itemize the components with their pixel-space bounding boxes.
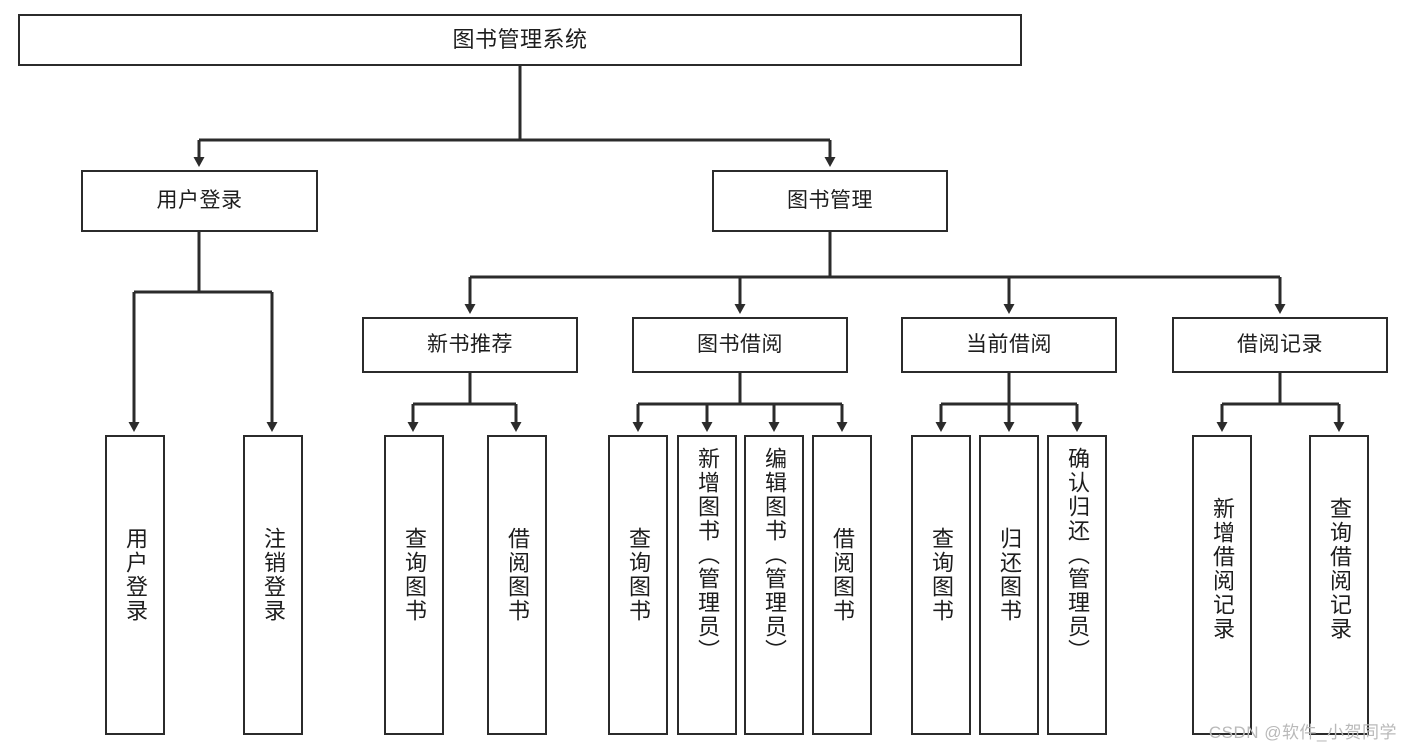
- leaf-recommend-query-book[interactable]: 查询图书: [384, 435, 444, 735]
- node-user-login[interactable]: 用户登录: [81, 170, 318, 232]
- leaf-current-return-book[interactable]: 归还图书: [979, 435, 1039, 735]
- node-label: 图书管理系统: [452, 27, 588, 53]
- leaf-borrow-borrow-book[interactable]: 借阅图书: [812, 435, 872, 735]
- leaf-label: 查询图书: [401, 527, 427, 623]
- leaf-label: 借阅图书: [504, 527, 530, 623]
- node-label: 当前借阅: [966, 332, 1052, 356]
- leaf-current-confirm-return-admin[interactable]: 确认归还（管理员）: [1047, 435, 1107, 735]
- node-borrow-record[interactable]: 借阅记录: [1172, 317, 1388, 373]
- node-label: 用户登录: [156, 188, 243, 212]
- leaf-record-add-record[interactable]: 新增借阅记录: [1192, 435, 1252, 735]
- leaf-label: 归还图书: [996, 527, 1022, 623]
- leaf-label: 用户登录: [122, 527, 148, 623]
- leaf-borrow-query-book[interactable]: 查询图书: [608, 435, 668, 735]
- leaf-label: 确认归还（管理员）: [1064, 447, 1090, 663]
- leaf-label: 查询图书: [928, 527, 954, 623]
- leaf-recommend-borrow-book[interactable]: 借阅图书: [487, 435, 547, 735]
- leaf-label: 编辑图书（管理员）: [761, 447, 787, 663]
- node-current-borrow[interactable]: 当前借阅: [901, 317, 1117, 373]
- leaf-user-login-login[interactable]: 用户登录: [105, 435, 165, 735]
- node-label: 新书推荐: [427, 332, 513, 356]
- leaf-user-login-logout[interactable]: 注销登录: [243, 435, 303, 735]
- leaf-label: 新增借阅记录: [1209, 497, 1235, 641]
- watermark: CSDN @软件_小贺同学: [1208, 723, 1397, 742]
- node-label: 图书借阅: [697, 332, 783, 356]
- leaf-label: 注销登录: [260, 527, 286, 623]
- node-label: 借阅记录: [1237, 332, 1323, 356]
- leaf-record-query-record[interactable]: 查询借阅记录: [1309, 435, 1369, 735]
- leaf-label: 借阅图书: [829, 527, 855, 623]
- node-new-book-recommend[interactable]: 新书推荐: [362, 317, 578, 373]
- leaf-borrow-add-book-admin[interactable]: 新增图书（管理员）: [677, 435, 737, 735]
- leaf-borrow-edit-book-admin[interactable]: 编辑图书（管理员）: [744, 435, 804, 735]
- node-root-system[interactable]: 图书管理系统: [18, 14, 1022, 66]
- node-label: 图书管理: [787, 188, 873, 212]
- leaf-label: 查询图书: [625, 527, 651, 623]
- leaf-label: 新增图书（管理员）: [694, 447, 720, 663]
- node-book-borrow[interactable]: 图书借阅: [632, 317, 848, 373]
- node-book-management[interactable]: 图书管理: [712, 170, 948, 232]
- leaf-label: 查询借阅记录: [1326, 497, 1352, 641]
- leaf-current-query-book[interactable]: 查询图书: [911, 435, 971, 735]
